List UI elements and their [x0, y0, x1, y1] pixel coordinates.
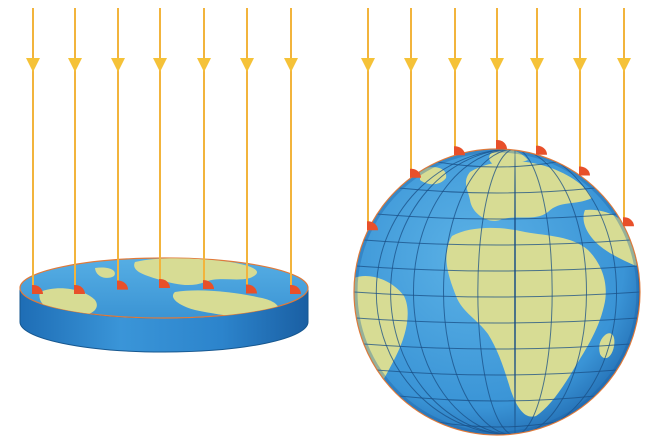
sun-rays-layer [26, 8, 635, 294]
parallel-line [437, 161, 557, 168]
globe-ray-1 [361, 8, 379, 231]
impact-marker-icon [290, 284, 302, 294]
impact-marker-icon [496, 139, 508, 149]
impact-marker-icon [74, 284, 86, 294]
sun-ray-arrow-icon [573, 58, 587, 72]
sun-ray-arrow-icon [404, 58, 418, 72]
spherical-earth-panel [353, 148, 641, 436]
sun-ray-arrow-icon [111, 58, 125, 72]
parallel-line [377, 369, 617, 376]
flat-disc-ray-2 [68, 8, 86, 294]
parallel-line [398, 187, 596, 194]
flat-disc-ray-7 [284, 8, 302, 294]
impact-marker-icon [410, 168, 422, 178]
impact-marker-icon [32, 284, 44, 294]
globe-ray-2 [404, 8, 422, 178]
impact-marker-icon [367, 221, 379, 231]
globe-ray-7 [617, 8, 635, 227]
sun-ray-arrow-icon [448, 58, 462, 72]
sun-ray-arrow-icon [490, 58, 504, 72]
meridian-line [412, 149, 618, 435]
sun-ray-arrow-icon [361, 58, 375, 72]
meridian-line [375, 149, 640, 435]
sun-ray-arrow-icon [153, 58, 167, 72]
impact-marker-icon [536, 145, 548, 155]
spherical-earth-globe [353, 148, 641, 436]
impact-marker-icon [203, 280, 215, 290]
globe-ray-3 [448, 8, 466, 156]
parallel-line [363, 343, 631, 350]
flat-disc-ray-4 [153, 8, 171, 289]
globe-rim-shade [354, 149, 640, 435]
impact-marker-icon [579, 166, 591, 176]
sun-ray-arrow-icon [284, 58, 298, 72]
sun-ray-arrow-icon [68, 58, 82, 72]
parallel-line [437, 421, 557, 428]
meridian-line [514, 149, 516, 435]
sun-ray-arrow-icon [530, 58, 544, 72]
parallel-line [377, 213, 617, 220]
parallel-line [363, 239, 631, 246]
parallel-line [356, 317, 638, 324]
globe-ray-4 [490, 8, 508, 149]
flat-earth-panel [19, 257, 309, 353]
meridian-line [443, 149, 587, 435]
disc-land [39, 258, 279, 318]
sun-ray-arrow-icon [617, 58, 631, 72]
globe-ray-5 [530, 8, 548, 155]
flat-disc-ray-5 [197, 8, 215, 290]
sun-ray-arrow-icon [240, 58, 254, 72]
impact-marker-icon [623, 217, 635, 227]
flat-earth-disc [19, 257, 309, 353]
sun-ray-arrow-icon [197, 58, 211, 72]
parallel-line [356, 265, 638, 272]
globe-ray-6 [573, 8, 591, 176]
parallel-line [354, 291, 640, 298]
impact-marker-icon [246, 284, 258, 294]
flat-disc-ray-6 [240, 8, 258, 294]
flat-disc-ray-1 [26, 8, 44, 294]
sun-ray-arrow-icon [26, 58, 40, 72]
impact-marker-icon [454, 146, 466, 156]
impact-marker-icon [117, 280, 129, 290]
parallel-line [398, 395, 596, 402]
impact-marker-icon [159, 278, 171, 289]
meridian-line [477, 149, 553, 435]
flat-disc-ray-3 [111, 8, 129, 290]
